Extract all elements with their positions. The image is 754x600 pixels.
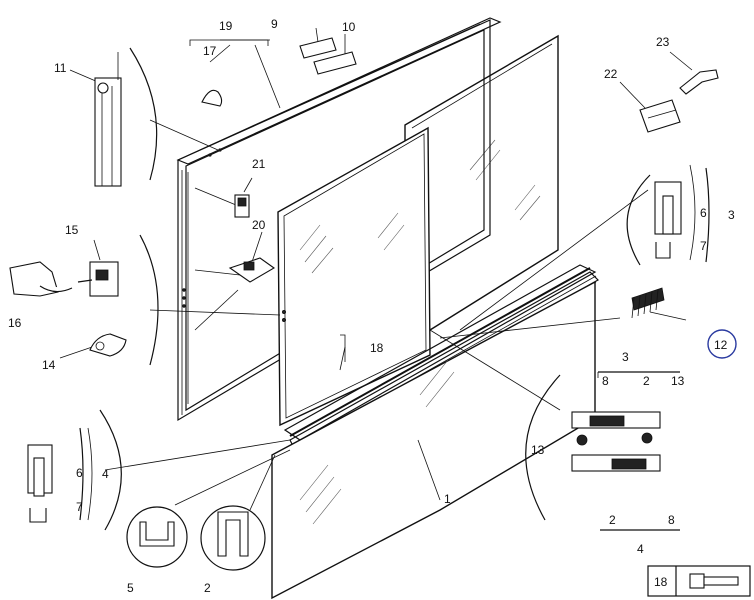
part-2-channel — [217, 511, 249, 557]
callout-4: 4 — [102, 467, 109, 481]
callout-6: 6 — [700, 206, 707, 220]
callout-12: 12 — [714, 338, 728, 352]
callout-18: 18 — [370, 341, 384, 355]
part-9-pad — [299, 37, 337, 59]
left-profile-detail — [27, 427, 84, 523]
callout-22: 22 — [604, 67, 618, 81]
part-12-brush — [631, 287, 665, 319]
part-21-latch — [234, 194, 250, 218]
part-16-handle — [9, 261, 73, 297]
part-20-catch — [228, 257, 276, 283]
callout-4: 4 — [637, 542, 644, 556]
callout-11: 11 — [54, 61, 67, 75]
callout-20: 20 — [252, 218, 266, 232]
callout-8: 8 — [668, 513, 675, 527]
part-15-clip — [77, 261, 119, 297]
part-11-channel — [94, 52, 122, 187]
callout-23: 23 — [656, 35, 670, 49]
callout-18: 18 — [654, 575, 668, 589]
callout-7: 7 — [700, 239, 707, 253]
right-profile-detail — [654, 167, 710, 263]
callout-10: 10 — [342, 20, 356, 34]
part-10-pad — [313, 51, 357, 75]
callout-12-highlight[interactable]: 12 — [707, 329, 737, 359]
callout-labels: 1 2 2 2 3 3 4 4 5 6 6 7 7 8 8 9 10 11 12… — [8, 17, 737, 595]
part-17-bumper — [201, 89, 223, 107]
detail-bubbles — [99, 47, 651, 571]
callout-6: 6 — [76, 466, 83, 480]
callout-2: 2 — [643, 374, 650, 388]
callout-21: 21 — [252, 157, 266, 171]
leader-lines — [59, 27, 693, 511]
callout-15: 15 — [65, 223, 79, 237]
callout-3: 3 — [728, 208, 735, 222]
callout-3: 3 — [622, 350, 629, 364]
part-5-channel — [139, 521, 175, 547]
front-glass-panel — [271, 280, 596, 600]
callout-16: 16 — [8, 316, 22, 330]
callout-7: 7 — [76, 500, 83, 514]
callout-19: 19 — [219, 19, 233, 33]
part-18-box — [647, 565, 751, 597]
sliding-glass-panel — [277, 126, 431, 427]
outer-window-frame — [176, 17, 502, 422]
callout-5: 5 — [127, 581, 134, 595]
callout-8: 8 — [602, 374, 609, 388]
callout-14: 14 — [42, 358, 56, 372]
part-23-pin — [679, 69, 719, 95]
callout-9: 9 — [271, 17, 278, 31]
callout-13: 13 — [531, 443, 545, 457]
callout-17: 17 — [203, 44, 217, 58]
callout-1: 1 — [444, 492, 451, 506]
callout-13: 13 — [671, 374, 685, 388]
part-14-seal — [89, 333, 127, 357]
callout-2: 2 — [204, 581, 211, 595]
callout-2: 2 — [609, 513, 616, 527]
part-22-block — [639, 99, 681, 133]
track-cross-section — [571, 371, 680, 531]
braces — [87, 39, 696, 521]
